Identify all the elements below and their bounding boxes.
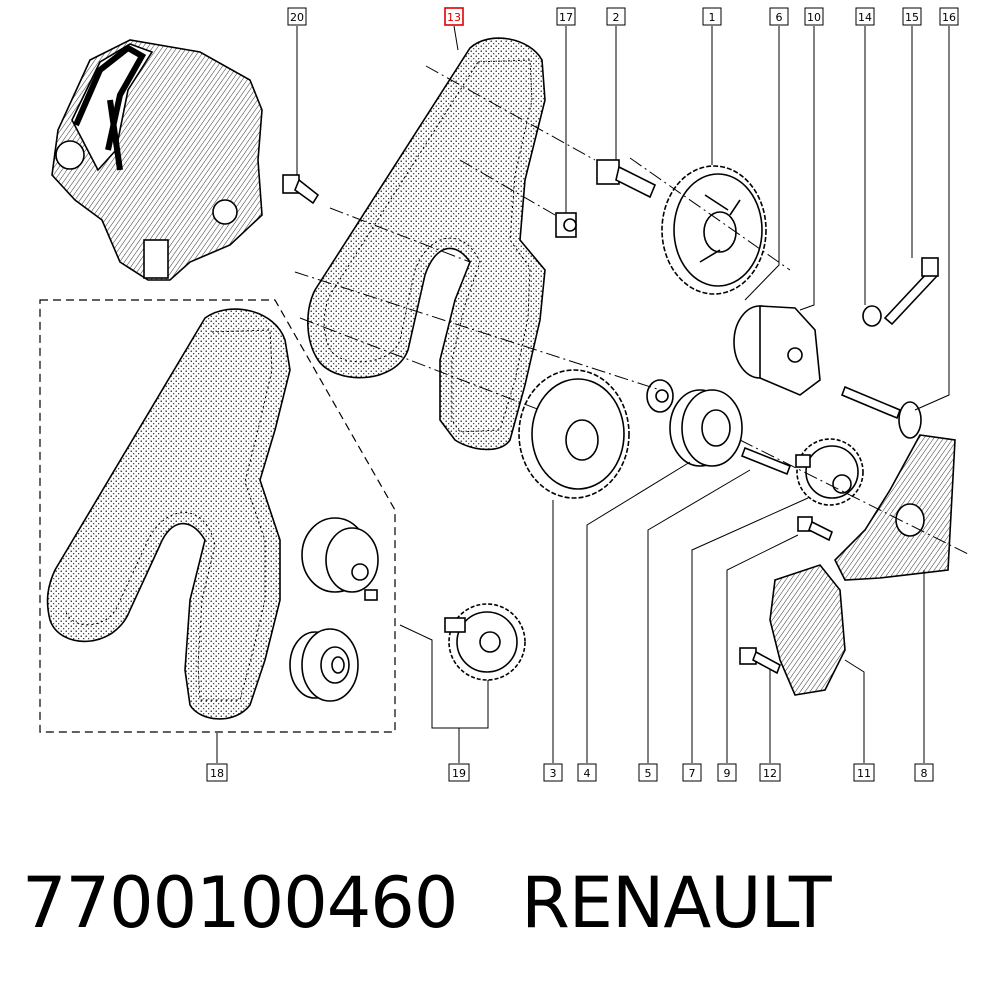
callout-12: 12	[759, 763, 781, 782]
svg-text:11: 11	[857, 767, 871, 780]
svg-text:6: 6	[776, 11, 783, 24]
svg-text:8: 8	[921, 767, 928, 780]
callout-7: 7	[682, 763, 702, 782]
part-number-caption: 7700100460 RENAULT	[22, 858, 982, 948]
tensioner-10	[733, 305, 821, 396]
callout-8: 8	[914, 763, 934, 782]
callout-19: 19	[448, 763, 470, 782]
callout-11: 11	[853, 763, 875, 782]
svg-text:2: 2	[613, 11, 620, 24]
callout-10: 10	[804, 7, 824, 26]
nut-17	[555, 212, 577, 238]
callout-18: 18	[206, 763, 228, 782]
bolt-15	[883, 257, 939, 326]
callout-14: 14	[855, 7, 875, 26]
stud-16	[840, 385, 922, 439]
callout-16: 16	[939, 7, 959, 26]
leader-lines	[216, 25, 950, 763]
svg-text:10: 10	[807, 11, 821, 24]
stud-5	[740, 446, 792, 476]
callout-13-highlighted: 13	[444, 7, 464, 26]
idler-pulley-4	[669, 389, 743, 467]
bolt-20	[282, 174, 320, 205]
svg-text:20: 20	[290, 11, 304, 24]
svg-text:9: 9	[724, 767, 731, 780]
bracket-11	[769, 564, 846, 696]
camshaft-sprocket-1	[661, 165, 767, 295]
svg-text:15: 15	[905, 11, 919, 24]
svg-text:5: 5	[645, 767, 652, 780]
washer-14	[862, 305, 882, 327]
svg-text:1: 1	[709, 11, 716, 24]
brand-name: RENAULT	[521, 862, 831, 944]
svg-text:17: 17	[559, 11, 573, 24]
bolt-2	[596, 159, 657, 199]
svg-text:16: 16	[942, 11, 956, 24]
callout-6: 6	[769, 7, 789, 26]
callout-3: 3	[543, 763, 563, 782]
crank-sprocket-19	[444, 603, 526, 681]
nut-6	[646, 379, 674, 413]
callout-5: 5	[638, 763, 658, 782]
callout-20: 20	[287, 7, 307, 26]
svg-text:12: 12	[763, 767, 777, 780]
svg-text:18: 18	[210, 767, 224, 780]
callout-4: 4	[577, 763, 597, 782]
injection-pump-sprocket-3	[518, 369, 630, 499]
callout-9: 9	[717, 763, 737, 782]
callout-1: 1	[702, 7, 722, 26]
bolt-9	[797, 516, 834, 542]
svg-text:14: 14	[858, 11, 872, 24]
engine-block-illustration	[51, 39, 263, 281]
crank-sprocket-7	[795, 438, 864, 506]
kit-box-18	[39, 299, 396, 733]
callout-17: 17	[556, 7, 576, 26]
assembly-axes	[294, 65, 971, 556]
part-number: 7700100460	[22, 862, 458, 944]
svg-text:3: 3	[550, 767, 557, 780]
callout-2: 2	[606, 7, 626, 26]
svg-text:7: 7	[689, 767, 696, 780]
svg-text:13: 13	[447, 11, 461, 24]
svg-text:4: 4	[584, 767, 591, 780]
timing-belt-main	[307, 37, 546, 451]
bolt-12	[739, 647, 781, 675]
timing-belt-exploded-diagram: 20 13 17 2 1 6 10 14 15 16 18 1	[39, 7, 971, 782]
callout-15: 15	[902, 7, 922, 26]
bracket-8	[834, 434, 956, 581]
svg-text:19: 19	[452, 767, 466, 780]
